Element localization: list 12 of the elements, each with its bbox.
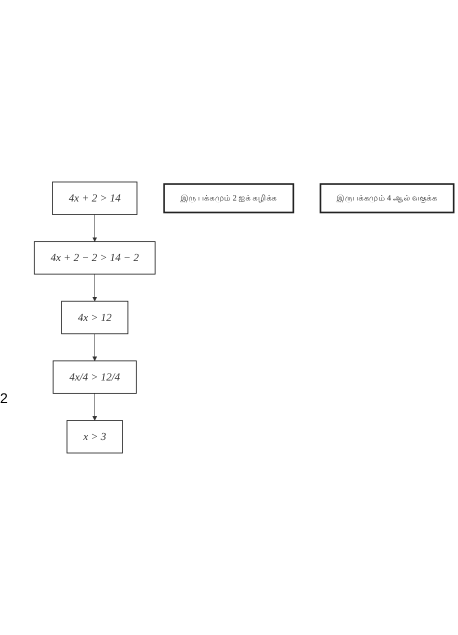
node-box: இரு பக்கமும் 2 ஐக் கழிக்க: [163, 183, 294, 214]
arrow: [92, 334, 98, 362]
arrow: [92, 274, 98, 302]
node-box: இருபக்கமும் 4 ஆல் வகுக்க: [320, 183, 454, 214]
arrow: [92, 214, 98, 242]
node-box: x > 3: [66, 420, 123, 454]
node-box: 4x + 2 > 14: [52, 182, 138, 215]
node-box: 4x > 12: [61, 300, 128, 334]
arrow: [92, 393, 98, 421]
node-box: 4x/4 > 12/4: [52, 360, 137, 394]
node-box: 4x + 2 − 2 > 14 − 2: [34, 241, 156, 275]
note-text: 2: [0, 390, 9, 406]
